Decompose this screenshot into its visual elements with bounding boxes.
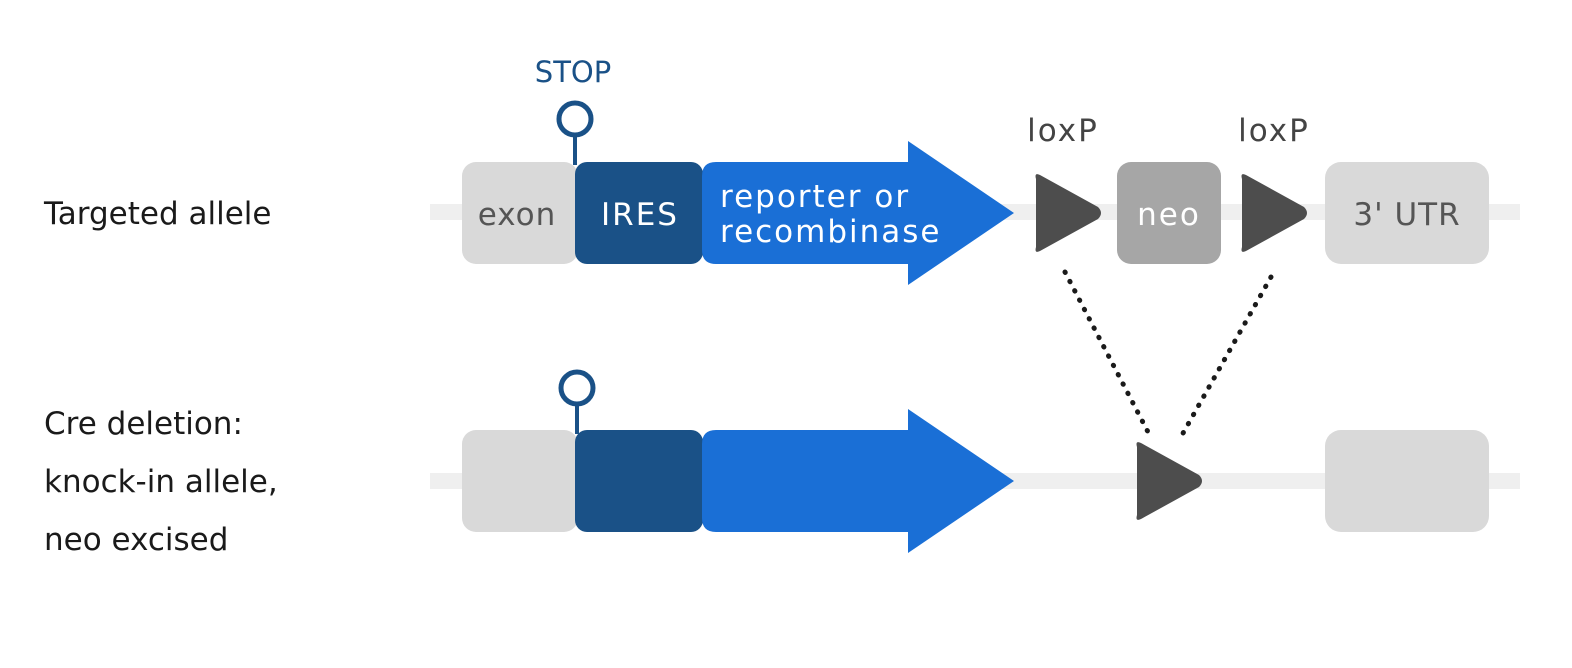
neo-block	[1117, 162, 1221, 264]
deletion-allele-row	[430, 369, 1520, 553]
loxp-triangle-icon-left	[1035, 174, 1101, 252]
reporter-arrow	[702, 409, 1014, 553]
dotted-line-right	[1179, 274, 1274, 438]
stop-codon-icon	[558, 369, 596, 407]
ires-label: IRES	[601, 197, 679, 233]
stop-codon-icon	[556, 100, 594, 138]
reporter-label-line1: reporter or	[720, 179, 910, 215]
dotted-line-left	[1062, 269, 1151, 435]
exon-block	[462, 162, 578, 264]
exon-block	[462, 430, 578, 532]
row-label-neo-excised: neo excised	[44, 522, 228, 558]
neo-label: neo	[1137, 197, 1201, 233]
row-label-cre-deletion: Cre deletion:	[44, 406, 243, 442]
row-label-knock-in-allele: knock-in allele,	[44, 464, 278, 500]
reporter-arrow	[702, 141, 1014, 285]
exon-label: exon	[478, 197, 557, 233]
utr-block	[1325, 430, 1489, 532]
loxp-label-left: loxP	[1027, 113, 1099, 149]
ires-block	[575, 430, 703, 532]
utr-block	[1325, 162, 1489, 264]
row-label-targeted-allele: Targeted allele	[43, 196, 272, 232]
stop-label: STOP	[535, 55, 611, 89]
loxp-label-right: loxP	[1238, 113, 1310, 149]
targeted-allele-row: STOP exon IRES reporter or recombinase l…	[430, 55, 1520, 285]
loxp-triangle-icon	[1136, 442, 1202, 520]
reporter-label-line2: recombinase	[720, 214, 942, 250]
utr-label: 3' UTR	[1353, 197, 1460, 233]
loxp-triangle-icon-right	[1241, 174, 1307, 252]
ires-block	[575, 162, 703, 264]
